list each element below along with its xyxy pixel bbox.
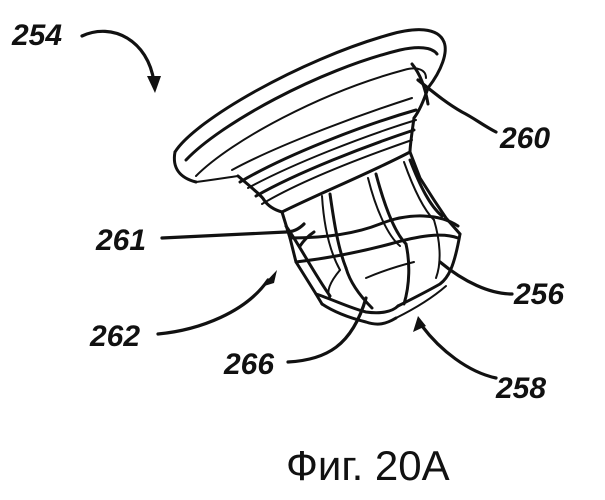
ref-258-label: 258 xyxy=(495,372,546,405)
leader-262 xyxy=(158,270,277,334)
leader-260 xyxy=(418,80,496,132)
figure-caption: Фиг. 20A xyxy=(286,442,450,489)
ref-266-label: 266 xyxy=(223,348,274,381)
ref-260-label: 260 xyxy=(499,122,550,155)
ref-256-label: 256 xyxy=(513,278,564,311)
ref-261-label: 261 xyxy=(95,224,146,257)
leader-254 xyxy=(82,31,161,93)
leader-261 xyxy=(162,224,304,238)
ref-254-label: 254 xyxy=(11,19,62,52)
leader-258 xyxy=(413,316,496,378)
valve-drawing xyxy=(174,30,460,324)
conical-body xyxy=(282,152,460,304)
ref-262-label: 262 xyxy=(89,320,140,353)
reference-numerals: 254 260 261 262 256 266 258 xyxy=(11,19,564,405)
